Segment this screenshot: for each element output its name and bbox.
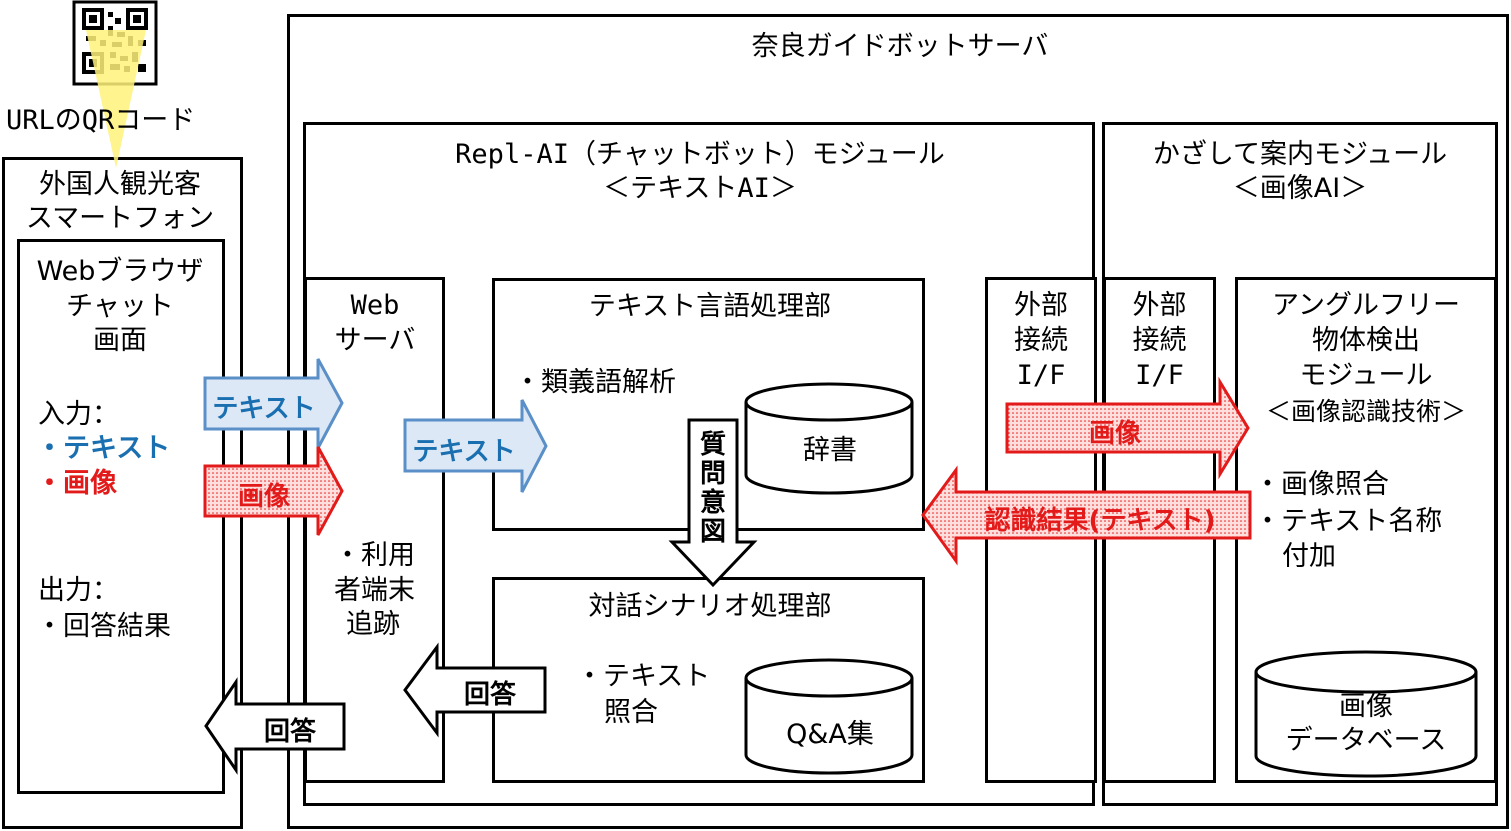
phone-title-line1: 外国人観光客 xyxy=(39,169,201,200)
browser-output-answer: ・回答結果 xyxy=(36,611,171,642)
web-server-feature1: ・利用 xyxy=(334,540,415,571)
image-db-icon xyxy=(1254,650,1478,778)
browser-title-line1: Webブラウザ xyxy=(36,256,204,287)
intent-char-1: 質 xyxy=(699,430,726,460)
text-proc-title: テキスト言語処理部 xyxy=(588,291,832,322)
qr-caption: URLのQRコード xyxy=(6,105,196,136)
image-to-angle-arrow xyxy=(1005,376,1250,480)
intent-arrow xyxy=(668,418,758,588)
browser-output-label: 出力： xyxy=(38,575,119,606)
kazashite-ext-if-line1: 外部 xyxy=(1132,290,1187,321)
dictionary-db-icon xyxy=(744,382,914,495)
web-server-line1: Web xyxy=(350,290,400,321)
browser-title-line3: 画面 xyxy=(93,325,147,356)
browser-title-line2: チャット xyxy=(66,291,174,322)
text-proc-feature: ・類義語解析 xyxy=(514,367,676,398)
web-server-feature3: 追跡 xyxy=(346,609,400,640)
kazashite-title-line1: かざして案内モジュール xyxy=(1152,139,1448,170)
answer-to-phone-arrow xyxy=(204,677,346,775)
browser-input-label: 入力： xyxy=(38,399,119,430)
angle-line4: ＜画像認識技術＞ xyxy=(1265,397,1466,426)
repl-title-line1: Repl-AI（チャットボット）モジュール xyxy=(455,139,945,170)
kazashite-ext-if-line3: I/F xyxy=(1135,360,1184,391)
angle-line1: アングルフリー xyxy=(1272,290,1460,321)
repl-ext-if-line3: I/F xyxy=(1016,360,1066,391)
image-db-label-line1: 画像 xyxy=(1339,691,1393,722)
web-server-line2: サーバ xyxy=(334,325,416,356)
recognition-result-arrow xyxy=(921,465,1252,566)
angle-feature1: ・画像照合 xyxy=(1254,469,1389,500)
intent-char-2: 問 xyxy=(699,459,726,489)
image-db-label-line2: データベース xyxy=(1285,725,1447,756)
qa-db-icon xyxy=(744,658,914,775)
phone-title-line2: スマートフォン xyxy=(25,203,215,234)
dictionary-label: 辞書 xyxy=(803,435,857,466)
answer-to-phone-arrow-label: 回答 xyxy=(263,717,316,747)
angle-feature2: ・テキスト名称 xyxy=(1254,506,1443,537)
text-to-web-arrow-label: テキスト xyxy=(212,394,316,424)
browser-input-image: ・画像 xyxy=(36,468,117,499)
repl-title-line2: ＜テキストAI＞ xyxy=(603,173,797,204)
angle-line3: モジュール xyxy=(1299,360,1433,391)
text-to-web-arrow xyxy=(203,358,344,449)
answer-to-web-arrow-label: 回答 xyxy=(463,680,516,710)
browser-box xyxy=(17,239,225,794)
text-to-proc-arrow xyxy=(403,399,548,493)
image-to-web-arrow-label: 画像 xyxy=(237,482,290,512)
text-to-proc-arrow-label: テキスト xyxy=(412,437,516,467)
angle-feature3: 付加 xyxy=(1282,541,1336,572)
dialog-proc-title: 対話シナリオ処理部 xyxy=(588,591,832,622)
image-to-web-arrow xyxy=(203,446,344,536)
repl-ext-if-line1: 外部 xyxy=(1014,290,1068,321)
dialog-proc-feature1: ・テキスト xyxy=(576,661,711,692)
qa-label: Q&A集 xyxy=(786,719,874,750)
web-server-feature2: 者端末 xyxy=(334,575,415,606)
kazashite-ext-if-line2: 接続 xyxy=(1132,325,1187,356)
intent-char-4: 図 xyxy=(699,517,726,547)
answer-to-web-arrow xyxy=(403,642,547,738)
kazashite-title-line2: ＜画像AI＞ xyxy=(1232,173,1368,204)
image-to-angle-arrow-label: 画像 xyxy=(1088,419,1141,449)
qr-scan-beam xyxy=(86,30,146,168)
angle-line2: 物体検出 xyxy=(1312,325,1420,356)
browser-input-text: ・テキスト xyxy=(36,433,171,464)
intent-char-3: 意 xyxy=(699,488,726,518)
server-title: 奈良ガイドボットサーバ xyxy=(751,31,1049,62)
dialog-proc-feature2: 照合 xyxy=(604,697,658,728)
repl-ext-if-line2: 接続 xyxy=(1014,325,1068,356)
recognition-result-arrow-label: 認識結果(テキスト) xyxy=(984,506,1216,536)
